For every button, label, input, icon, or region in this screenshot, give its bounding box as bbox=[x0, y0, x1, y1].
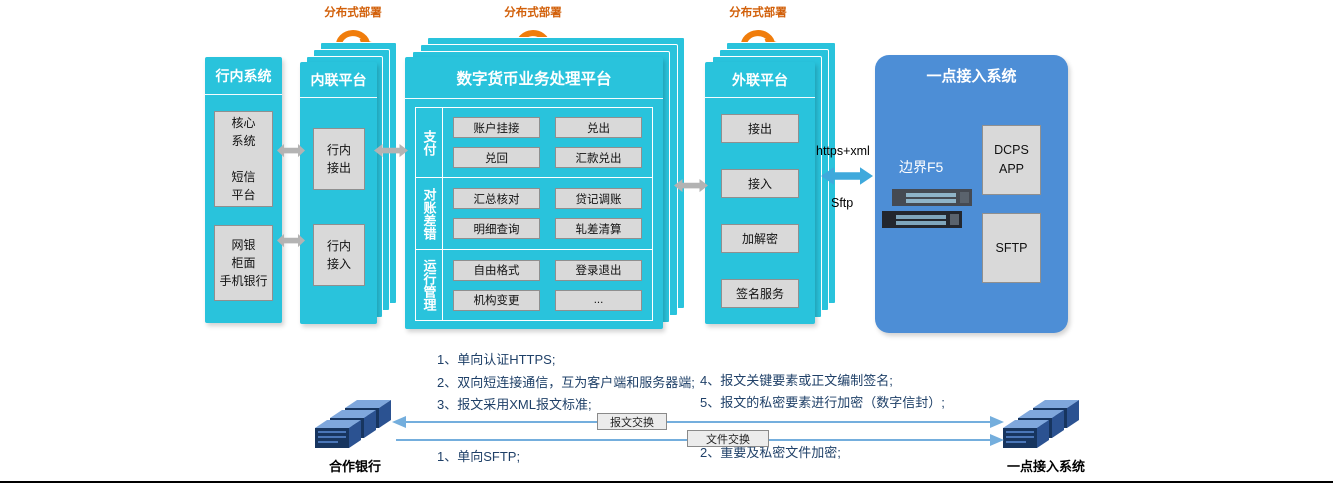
note-signature: 4、报文关键要素或正文编制签名; bbox=[700, 373, 893, 388]
external-platform-title: 外联平台 bbox=[705, 62, 815, 98]
border-f5-label: 边界F5 bbox=[899, 159, 944, 175]
module-cell: ... bbox=[555, 289, 642, 311]
onepoint-access-title: 一点接入系统 bbox=[926, 68, 1017, 85]
payment-cells: 账户挂接 兑出 兑回 汇款兑出 bbox=[443, 108, 652, 177]
dcps-app-box: DCPS APP bbox=[982, 125, 1041, 195]
message-exchange-tag: 报文交换 bbox=[597, 413, 667, 430]
note-sftp: 1、单向SFTP; bbox=[437, 449, 521, 464]
https-sftp-arrow bbox=[821, 167, 873, 185]
crypto-box: 加解密 bbox=[721, 224, 799, 253]
connector-arrow-inbank-internal-bottom bbox=[277, 233, 305, 248]
module-cell: 明细查询 bbox=[453, 218, 540, 239]
operations-cells: 自由格式 登录退出 机构变更 ... bbox=[443, 250, 652, 320]
module-cell: 兑回 bbox=[453, 147, 540, 168]
external-platform-panel: 外联平台 接出 接入 加解密 签名服务 bbox=[705, 62, 815, 324]
sftp-box: SFTP bbox=[982, 213, 1041, 283]
module-cell: 账户挂接 bbox=[453, 117, 540, 138]
dcpp-platform-stack: 数字货币业务处理平台 支付 账户挂接 兑出 兑回 汇款兑出 对账差错 bbox=[405, 37, 686, 330]
note-envelope: 5、报文的私密要素进行加密（数字信封）; bbox=[700, 395, 945, 410]
dcpp-platform-panel: 数字货币业务处理平台 支付 账户挂接 兑出 兑回 汇款兑出 对账差错 bbox=[405, 57, 663, 329]
dcpp-module-grid: 支付 账户挂接 兑出 兑回 汇款兑出 对账差错 汇总核对 贷记调 bbox=[415, 107, 653, 321]
module-cell: 机构变更 bbox=[453, 289, 540, 311]
module-cell: 汇款兑出 bbox=[555, 147, 642, 168]
inbank-system-title: 行内系统 bbox=[205, 57, 282, 95]
row-label-cell: 对账差错 bbox=[416, 178, 443, 249]
module-cell: 自由格式 bbox=[453, 259, 540, 281]
onepoint-system-label: 一点接入系统 bbox=[1006, 459, 1085, 474]
note-xml: 3、报文采用XML报文标准; bbox=[437, 397, 592, 412]
internal-platform-title: 内联平台 bbox=[300, 62, 377, 98]
inbank-in-box: 行内 接入 bbox=[313, 224, 365, 286]
connector-arrow-internal-dcpp bbox=[374, 143, 408, 158]
external-platform-stack: 外联平台 接出 接入 加解密 签名服务 bbox=[705, 42, 837, 325]
signature-box: 签名服务 bbox=[721, 279, 799, 308]
reconcile-row-label: 对账差错 bbox=[421, 187, 437, 240]
connector-arrow-inbank-internal-top bbox=[277, 143, 305, 158]
dcpp-row-operations: 运行管理 自由格式 登录退出 机构变更 ... bbox=[416, 250, 652, 320]
note-duplex: 2、双向短连接通信，互为客户端和服务器端; bbox=[437, 375, 695, 390]
inbank-out-box: 行内 接出 bbox=[313, 128, 365, 190]
operations-row-label: 运行管理 bbox=[421, 259, 437, 311]
module-cell: 兑出 bbox=[555, 117, 642, 138]
deploy-badge-label: 分布式部署 bbox=[324, 7, 382, 19]
note-file-encrypt: 2、重要及私密文件加密; bbox=[700, 445, 841, 460]
reconcile-cells: 汇总核对 贷记调账 明细查询 轧差清算 bbox=[443, 178, 652, 249]
dcpp-platform-title: 数字货币业务处理平台 bbox=[405, 57, 663, 99]
connector-arrow-dcpp-external bbox=[674, 178, 708, 193]
deploy-badge-label: 分布式部署 bbox=[729, 7, 787, 19]
onepoint-access-panel: 一点接入系统 边界F5 DCPS APP SFTP bbox=[875, 55, 1068, 333]
module-cell: 轧差清算 bbox=[555, 218, 642, 239]
partner-bank-label: 合作银行 bbox=[328, 459, 381, 474]
module-cell: 贷记调账 bbox=[555, 188, 642, 209]
channel-box: 网银 柜面 手机银行 bbox=[214, 225, 273, 301]
dcpp-row-reconcile: 对账差错 汇总核对 贷记调账 明细查询 轧差清算 bbox=[416, 178, 652, 250]
note-https: 1、单向认证HTTPS; bbox=[437, 352, 556, 367]
module-cell: 汇总核对 bbox=[453, 188, 540, 209]
dcpp-row-payment: 支付 账户挂接 兑出 兑回 汇款兑出 bbox=[416, 108, 652, 178]
https-xml-label: https+xml bbox=[816, 144, 870, 158]
core-system-box: 核心 系统 短信 平台 bbox=[214, 111, 273, 207]
deploy-badge-internal: 分布式部署 bbox=[310, 4, 396, 55]
sftp-label: Sftp bbox=[831, 196, 854, 210]
deploy-badge-external: 分布式部署 bbox=[715, 4, 801, 55]
inbank-system-panel: 行内系统 核心 系统 短信 平台 网银 柜面 手机银行 bbox=[205, 57, 282, 323]
row-label-cell: 运行管理 bbox=[416, 250, 443, 320]
onepoint-servers-icon bbox=[1003, 400, 1079, 448]
module-cell: 登录退出 bbox=[555, 259, 642, 281]
file-exchange-tag: 文件交换 bbox=[687, 430, 769, 447]
row-label-cell: 支付 bbox=[416, 108, 443, 177]
ext-in-box: 接入 bbox=[721, 169, 799, 198]
internal-platform-stack: 内联平台 行内 接出 行内 接入 bbox=[300, 42, 398, 325]
internal-platform-panel: 内联平台 行内 接出 行内 接入 bbox=[300, 62, 377, 324]
deploy-badge-label: 分布式部署 bbox=[504, 7, 562, 19]
ext-out-box: 接出 bbox=[721, 114, 799, 143]
payment-row-label: 支付 bbox=[421, 129, 437, 156]
partner-bank-servers-icon bbox=[315, 400, 391, 448]
f5-switch-icon bbox=[882, 189, 972, 228]
